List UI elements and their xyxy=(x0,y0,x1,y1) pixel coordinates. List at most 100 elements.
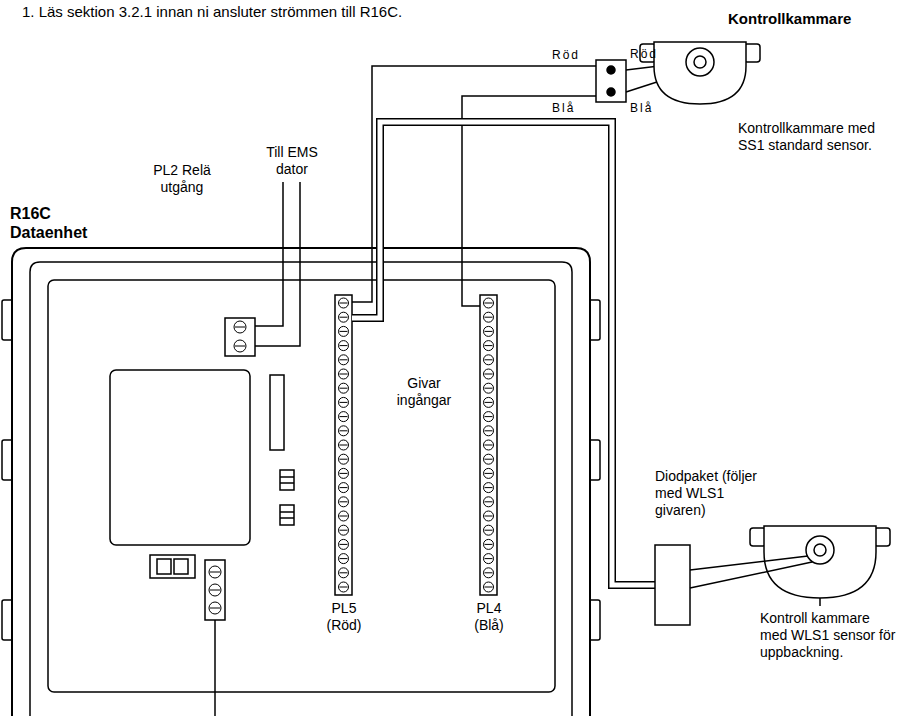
terminal-screw xyxy=(484,511,494,521)
screw-slot xyxy=(340,317,348,318)
terminal-screw xyxy=(484,440,494,450)
screw-slot xyxy=(485,374,493,375)
terminal-screw xyxy=(339,426,349,436)
terminal-screw xyxy=(484,483,494,493)
screw-slot xyxy=(340,501,348,502)
terminal-screw xyxy=(339,568,349,578)
control-chamber xyxy=(764,526,876,598)
screw-slot xyxy=(485,303,493,304)
terminal-screw xyxy=(339,483,349,493)
diode-wire xyxy=(690,556,808,570)
screw-slot xyxy=(340,473,348,474)
terminal-screw xyxy=(339,326,349,336)
junction-dot xyxy=(607,88,615,96)
screw-slot xyxy=(485,487,493,488)
terminal-screw xyxy=(339,312,349,322)
blue-wire xyxy=(462,96,596,306)
screw-slot xyxy=(340,374,348,375)
terminal-screw xyxy=(339,554,349,564)
terminal-screw xyxy=(484,341,494,351)
ems-wire xyxy=(255,182,283,326)
terminal-screw xyxy=(484,582,494,592)
terminal-screw xyxy=(339,497,349,507)
inputs-label: Givar ingångar xyxy=(386,375,462,409)
terminal-screw xyxy=(484,525,494,535)
screw-slot xyxy=(485,345,493,346)
jumper-line xyxy=(280,517,294,519)
jumper-line xyxy=(280,482,294,484)
screw-slot xyxy=(235,346,245,347)
screw-slot xyxy=(485,587,493,588)
screw-slot xyxy=(210,572,220,573)
terminal-screw xyxy=(484,397,494,407)
terminal-screw xyxy=(339,539,349,549)
screw-slot xyxy=(235,327,245,328)
title-label: Kontrollkammare xyxy=(728,10,898,27)
ems-label: Till EMS dator xyxy=(252,144,332,178)
terminal-screw xyxy=(484,497,494,507)
screw-slot xyxy=(340,359,348,360)
terminal-screw xyxy=(339,369,349,379)
sensor-cable xyxy=(352,122,655,585)
terminal-screw xyxy=(339,383,349,393)
screw-slot xyxy=(340,558,348,559)
screw-slot xyxy=(485,317,493,318)
screw-slot xyxy=(485,331,493,332)
terminal-screw xyxy=(484,454,494,464)
terminal-screw xyxy=(484,554,494,564)
sensor-cable-core xyxy=(352,122,655,585)
terminal-screw xyxy=(339,454,349,464)
screw-slot xyxy=(340,430,348,431)
terminal-screw xyxy=(339,582,349,592)
switch xyxy=(150,555,195,578)
terminal-screw xyxy=(484,369,494,379)
screw-slot xyxy=(340,331,348,332)
housing-outline xyxy=(12,248,590,716)
chamber-leader xyxy=(819,598,821,606)
screw-slot xyxy=(340,587,348,588)
terminal-screw xyxy=(234,340,246,352)
screw-slot xyxy=(485,530,493,531)
wls1-sensor-core xyxy=(814,544,826,556)
screw-slot xyxy=(485,544,493,545)
pl4-terminal-strip xyxy=(480,295,497,595)
terminal-screw xyxy=(339,511,349,521)
terminal-screw xyxy=(339,440,349,450)
terminal-screw xyxy=(484,539,494,549)
terminal-label: PL5 (Röd) xyxy=(318,600,370,634)
screw-slot xyxy=(485,558,493,559)
jumper-block xyxy=(280,505,294,525)
switch-lever xyxy=(174,559,188,574)
pl2-terminal xyxy=(225,318,255,356)
screw-slot xyxy=(485,459,493,460)
ss1-sensor xyxy=(686,48,714,76)
terminal-screw xyxy=(484,298,494,308)
screw-slot xyxy=(340,572,348,573)
terminal-screw xyxy=(484,312,494,322)
terminal-screw xyxy=(484,412,494,422)
terminal-screw xyxy=(209,584,221,596)
relay-label: PL2 Relä utgång xyxy=(132,162,232,196)
screw-slot xyxy=(485,359,493,360)
screw-slot xyxy=(485,416,493,417)
circuit-board xyxy=(48,280,555,692)
jumper-line xyxy=(280,511,294,513)
terminal-screw xyxy=(339,525,349,535)
terminal-screw xyxy=(339,397,349,407)
power-leader xyxy=(214,620,216,716)
terminal-screw xyxy=(339,468,349,478)
screw-slot xyxy=(485,572,493,573)
terminal-screw xyxy=(484,326,494,336)
screw-slot xyxy=(340,402,348,403)
junction-dot xyxy=(607,66,615,74)
control-chamber xyxy=(654,42,746,104)
terminal-screw xyxy=(484,426,494,436)
note: 1. Läs sektion 3.2.1 innan ni ansluter s… xyxy=(22,3,642,21)
terminal-screw xyxy=(339,412,349,422)
housing-inner-frame xyxy=(30,262,572,716)
switch-lever xyxy=(157,559,171,574)
screw-slot xyxy=(340,445,348,446)
wire-color: Blå xyxy=(630,100,670,117)
sensor-note: Kontrollkammare med SS1 standard sensor. xyxy=(738,120,888,154)
